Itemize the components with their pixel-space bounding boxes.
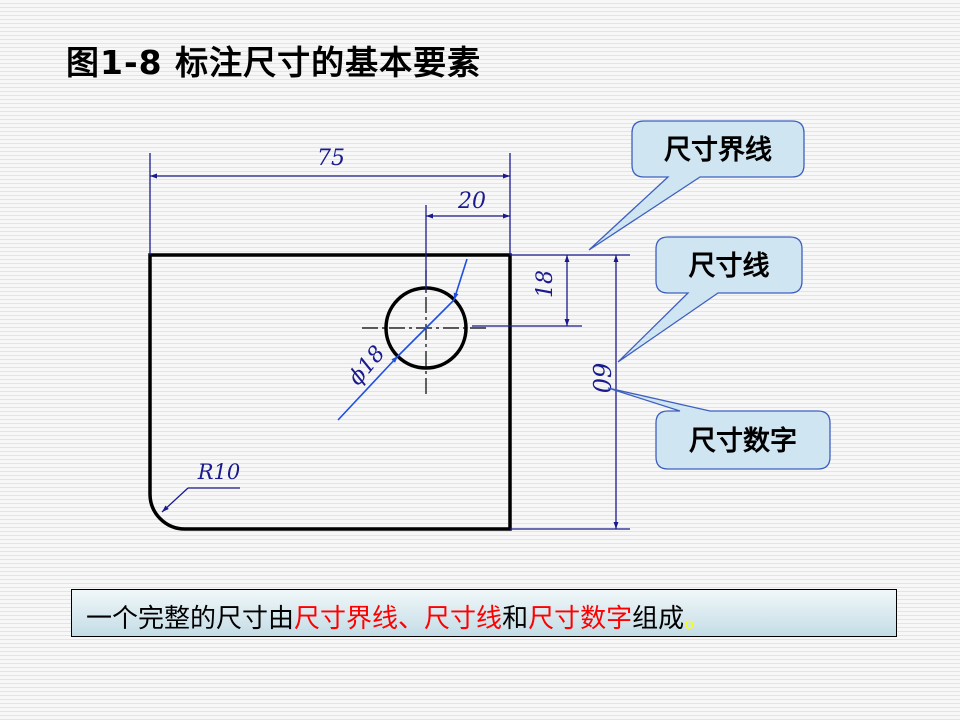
summary-period: 。 [684, 604, 711, 634]
part-outline [148, 253, 512, 531]
summary-suffix: 组成 [632, 604, 685, 634]
callout-extension-line-label: 尺寸界线 [664, 135, 772, 166]
callout-dimension-line-label: 尺寸线 [689, 251, 770, 282]
dim-text-hole-offset-x: 20 [457, 189, 486, 214]
summary-conjunction: 和 [502, 604, 529, 634]
dimension-lines [150, 173, 619, 529]
callout-dimension-number: 尺寸数字 [607, 387, 831, 470]
summary-term-dimension-number: 尺寸数字 [528, 604, 633, 634]
dim-text-corner-radius: R10 [197, 460, 241, 484]
extension-lines [149, 153, 630, 530]
summary-box: 一个完整的尺寸由尺寸界线、尺寸线和尺寸数字组成。 [71, 589, 897, 637]
callout-dimension-line: 尺寸线 [617, 236, 803, 363]
diameter-dimension-line [337, 258, 468, 421]
slide-title: 图1-8 标注尺寸的基本要素 [66, 43, 482, 82]
summary-term-extension-line: 尺寸界线 [294, 604, 399, 634]
summary-separator: 、 [398, 604, 425, 634]
dim-text-overall-width: 75 [317, 146, 345, 171]
dim-text-hole-diameter: ϕ18 [344, 341, 391, 390]
summary-term-dimension-line: 尺寸线 [424, 604, 503, 634]
callout-extension-line: 尺寸界线 [588, 120, 805, 251]
summary-prefix: 一个完整的尺寸由 [86, 604, 295, 634]
dim-text-hole-offset-y: 18 [533, 270, 558, 298]
callout-dimension-number-label: 尺寸数字 [689, 425, 797, 457]
